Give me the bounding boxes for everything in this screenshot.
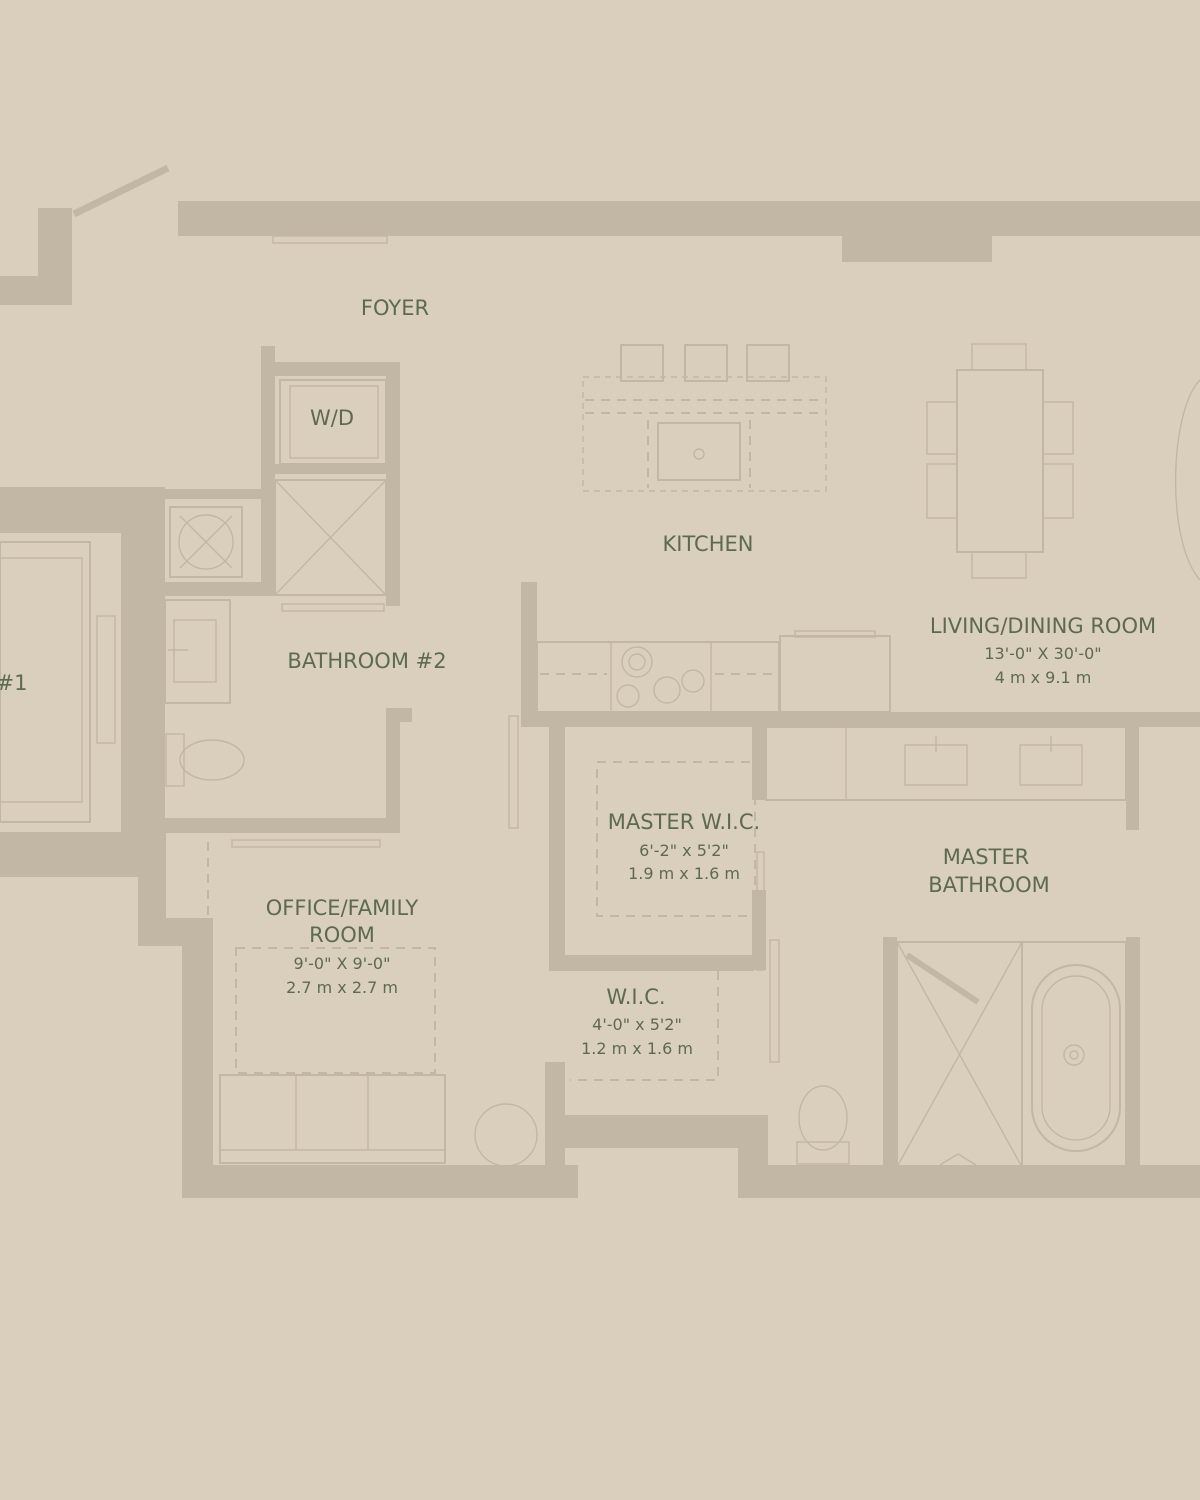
dim-office-ft: 9'-0" X 9'-0" — [294, 954, 391, 973]
dim-wic-m: 1.2 m x 1.6 m — [581, 1039, 693, 1058]
dim-master-wic-ft: 6'-2" x 5'2" — [639, 841, 729, 860]
label-foyer: FOYER — [361, 296, 429, 320]
label-office-1: OFFICE/FAMILY — [266, 896, 419, 920]
dim-wic-ft: 4'-0" x 5'2" — [592, 1015, 682, 1034]
label-bathroom-2: BATHROOM #2 — [287, 649, 446, 673]
label-master-bathroom-1: MASTER — [943, 845, 1030, 869]
label-living-dining: LIVING/DINING ROOM — [930, 614, 1156, 638]
walls — [0, 164, 1200, 1198]
windows-and-doors — [207, 235, 1137, 1166]
label-kitchen: KITCHEN — [663, 532, 754, 556]
label-wd: W/D — [310, 406, 354, 430]
dim-living-ft: 13'-0" X 30'-0" — [984, 644, 1101, 663]
room-labels: FOYER W/D KITCHEN LIVING/DINING ROOM 13'… — [0, 296, 1156, 1058]
label-bedroom-1: #1 — [0, 671, 27, 695]
label-office-2: ROOM — [309, 923, 375, 947]
dim-living-m: 4 m x 9.1 m — [995, 668, 1092, 687]
dim-office-m: 2.7 m x 2.7 m — [286, 978, 398, 997]
label-master-bathroom-2: BATHROOM — [928, 873, 1050, 897]
label-master-wic: MASTER W.I.C. — [608, 810, 760, 834]
fixtures — [0, 343, 1200, 1168]
dim-master-wic-m: 1.9 m x 1.6 m — [628, 864, 740, 883]
label-wic: W.I.C. — [606, 985, 665, 1009]
